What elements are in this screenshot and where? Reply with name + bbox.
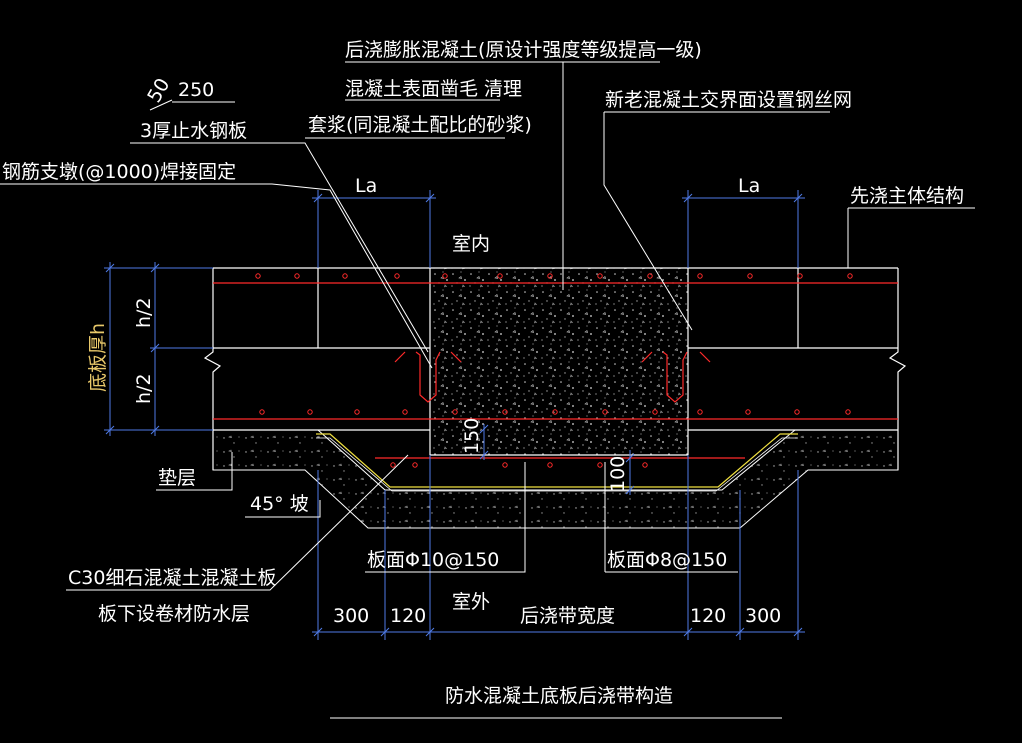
drawing-title: 防水混凝土底板后浇带构造 (445, 685, 673, 707)
dim-300-left: 300 (333, 605, 369, 627)
dim-half-top: h/2 (133, 297, 155, 328)
dim-150: 150 (461, 418, 483, 454)
grout-label: 套浆(同混凝土配比的砂浆) (308, 114, 532, 136)
dim-100: 100 (607, 456, 629, 492)
waterproof-layer-label: 板下设卷材防水层 (98, 603, 250, 625)
rebar-lines (213, 282, 898, 459)
rebar-support-label: 钢筋支墩(@1000)焊接固定 (2, 161, 236, 183)
post-cast-concrete-area (430, 268, 688, 455)
c30-slab-label: C30细石混凝土混凝土板 (68, 567, 276, 589)
slab-outline (203, 267, 907, 470)
rebar-left-label: 板面Φ10@150 (367, 549, 499, 571)
cushion-label: 垫层 (158, 467, 196, 489)
dim-300-right: 300 (745, 605, 781, 627)
dim-120-right: 120 (690, 605, 726, 627)
new-old-interface-label: 新老混凝土交界面设置钢丝网 (605, 89, 852, 111)
water-stop-label: 3厚止水钢板 (140, 120, 247, 142)
slope-label: 45° 坡 (250, 493, 309, 515)
dim-la-left: La (355, 175, 377, 197)
surface-roughen-label: 混凝土表面凿毛 清理 (345, 78, 522, 100)
dim-50: 50 (143, 75, 174, 107)
post-cast-concrete-label: 后浇膨胀混凝土(原设计强度等级提高一级) (345, 39, 702, 61)
dim-250: 250 (178, 79, 214, 101)
outdoor-label: 室外 (452, 591, 490, 613)
waterproof-membrane (316, 433, 798, 492)
rebar-dots (255, 273, 853, 468)
dim-slab-thickness: 底板厚h (87, 323, 109, 392)
dim-band-width: 后浇带宽度 (520, 605, 615, 627)
first-cast-label: 先浇主体结构 (850, 185, 964, 207)
leader-lines (0, 61, 975, 719)
dim-120-left: 120 (390, 605, 426, 627)
indoor-label: 室内 (452, 233, 490, 255)
dim-half-bottom: h/2 (133, 373, 155, 404)
rebar-right-label: 板面Φ8@150 (607, 549, 727, 571)
dimension-lines (104, 190, 805, 640)
dim-la-right: La (738, 175, 760, 197)
